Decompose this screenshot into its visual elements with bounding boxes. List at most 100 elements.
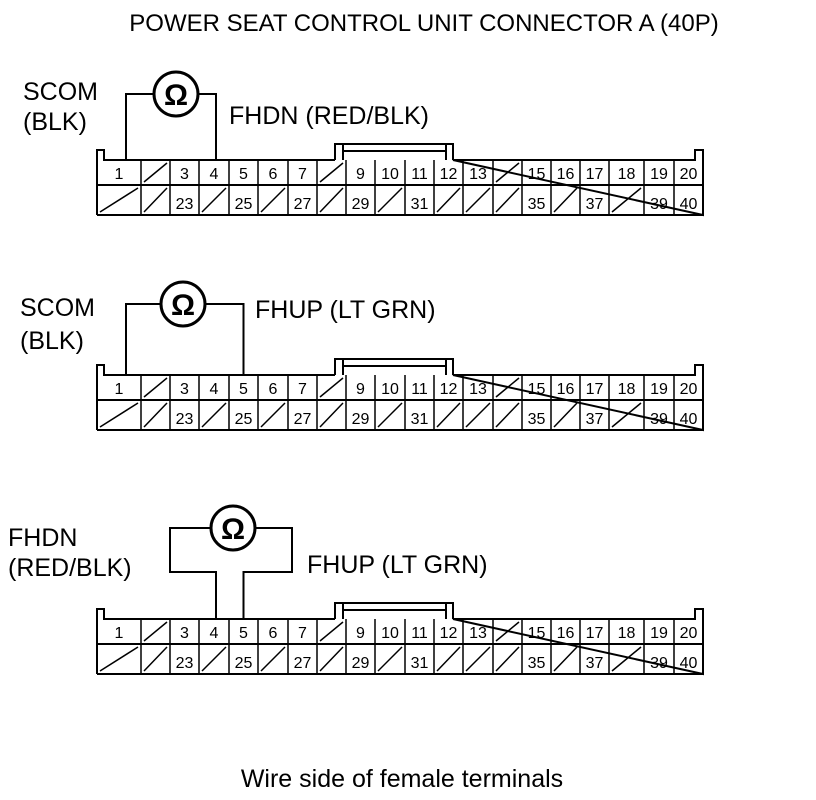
unused-pin-slash [143, 402, 168, 428]
pin-6: 6 [269, 381, 278, 398]
pin-20: 20 [680, 381, 698, 398]
unused-pin-slash [99, 402, 139, 428]
pin-39: 39 [650, 655, 668, 672]
pin-3: 3 [180, 166, 189, 183]
unused-pin-slash [201, 646, 227, 672]
pin-5: 5 [239, 166, 248, 183]
ohmmeter-circle [159, 280, 207, 328]
left-label-line-2: (BLK) [23, 108, 87, 136]
pin-40: 40 [680, 655, 698, 672]
pin-18: 18 [618, 166, 636, 183]
unused-pin-slash [143, 646, 168, 672]
pin-15: 15 [528, 381, 546, 398]
unused-pin-slash [495, 187, 520, 213]
pin-7: 7 [298, 381, 307, 398]
pin-11: 11 [411, 166, 428, 183]
pin-16: 16 [557, 166, 575, 183]
ohm-symbol: Ω [171, 289, 195, 322]
unused-pin-slash [143, 162, 168, 183]
pin-1: 1 [115, 625, 124, 642]
unused-pin-slash [436, 646, 461, 672]
pin-27: 27 [294, 196, 312, 213]
pin-18: 18 [618, 381, 636, 398]
pin-23: 23 [176, 411, 194, 428]
ohmmeter-circle [209, 504, 257, 552]
probe-wires [125, 303, 245, 375]
right-label: FHUP (LT GRN) [307, 551, 488, 579]
pin-31: 31 [411, 411, 429, 428]
unused-pin-slash [319, 162, 344, 183]
pin-10: 10 [381, 625, 399, 642]
pin-9: 9 [356, 166, 365, 183]
unused-pin-slash [99, 646, 139, 672]
unused-pin-slash [495, 402, 520, 428]
ohmmeter-circle [152, 70, 200, 118]
pin-12: 12 [440, 625, 458, 642]
unused-pin-slash [553, 646, 578, 672]
ohm-symbol: Ω [221, 513, 245, 546]
right-label: FHDN (RED/BLK) [229, 102, 429, 130]
unused-pin-slash [319, 402, 344, 428]
unused-pin-slash [201, 402, 227, 428]
unused-pin-slash [377, 402, 403, 428]
pin-19: 19 [650, 381, 668, 398]
pin-25: 25 [235, 411, 253, 428]
probe-wires [125, 93, 217, 160]
pin-4: 4 [210, 381, 219, 398]
pin-37: 37 [586, 411, 604, 428]
pin-5: 5 [239, 381, 248, 398]
pin-16: 16 [557, 381, 575, 398]
pin-35: 35 [528, 411, 546, 428]
pin-15: 15 [528, 166, 546, 183]
pin-39: 39 [650, 411, 668, 428]
ohmmeter-icon: Ω [159, 280, 207, 328]
unused-pin-slash [319, 187, 344, 213]
right-label: FHUP (LT GRN) [255, 296, 436, 324]
unused-pin-slash [465, 402, 491, 428]
meter-leads [125, 303, 245, 375]
pin-12: 12 [440, 166, 458, 183]
pin-29: 29 [352, 655, 370, 672]
ohm-symbol: Ω [164, 79, 188, 112]
pin-23: 23 [176, 655, 194, 672]
pin-11: 11 [411, 625, 428, 642]
pin-3: 3 [180, 381, 189, 398]
pin-17: 17 [586, 166, 604, 183]
pin-27: 27 [294, 655, 312, 672]
left-label-line-2: (BLK) [20, 327, 84, 355]
unused-pin-slash [260, 646, 286, 672]
probe-wires [169, 527, 293, 619]
pin-20: 20 [680, 166, 698, 183]
pin-4: 4 [210, 625, 219, 642]
pin-18: 18 [618, 625, 636, 642]
meter-leads [169, 527, 293, 619]
pin-15: 15 [528, 625, 546, 642]
unused-pin-slash [436, 187, 461, 213]
pin-39: 39 [650, 196, 668, 213]
unused-pin-slash [319, 621, 344, 642]
meter-leads [125, 93, 217, 160]
unused-pin-slash [495, 162, 520, 183]
pin-37: 37 [586, 655, 604, 672]
pin-16: 16 [557, 625, 575, 642]
pin-20: 20 [680, 625, 698, 642]
unused-pin-slash [260, 402, 286, 428]
pin-5: 5 [239, 625, 248, 642]
pin-9: 9 [356, 625, 365, 642]
pin-29: 29 [352, 196, 370, 213]
unused-pin-slash [553, 402, 578, 428]
unused-pin-slash [611, 646, 642, 672]
left-label-line-1: SCOM [23, 78, 98, 106]
pin-35: 35 [528, 655, 546, 672]
ohmmeter-icon: Ω [152, 70, 200, 118]
pin-31: 31 [411, 196, 429, 213]
pin-27: 27 [294, 411, 312, 428]
pin-17: 17 [586, 381, 604, 398]
unused-pin-slash [143, 377, 168, 398]
pin-25: 25 [235, 196, 253, 213]
unused-pin-slash [611, 402, 642, 428]
